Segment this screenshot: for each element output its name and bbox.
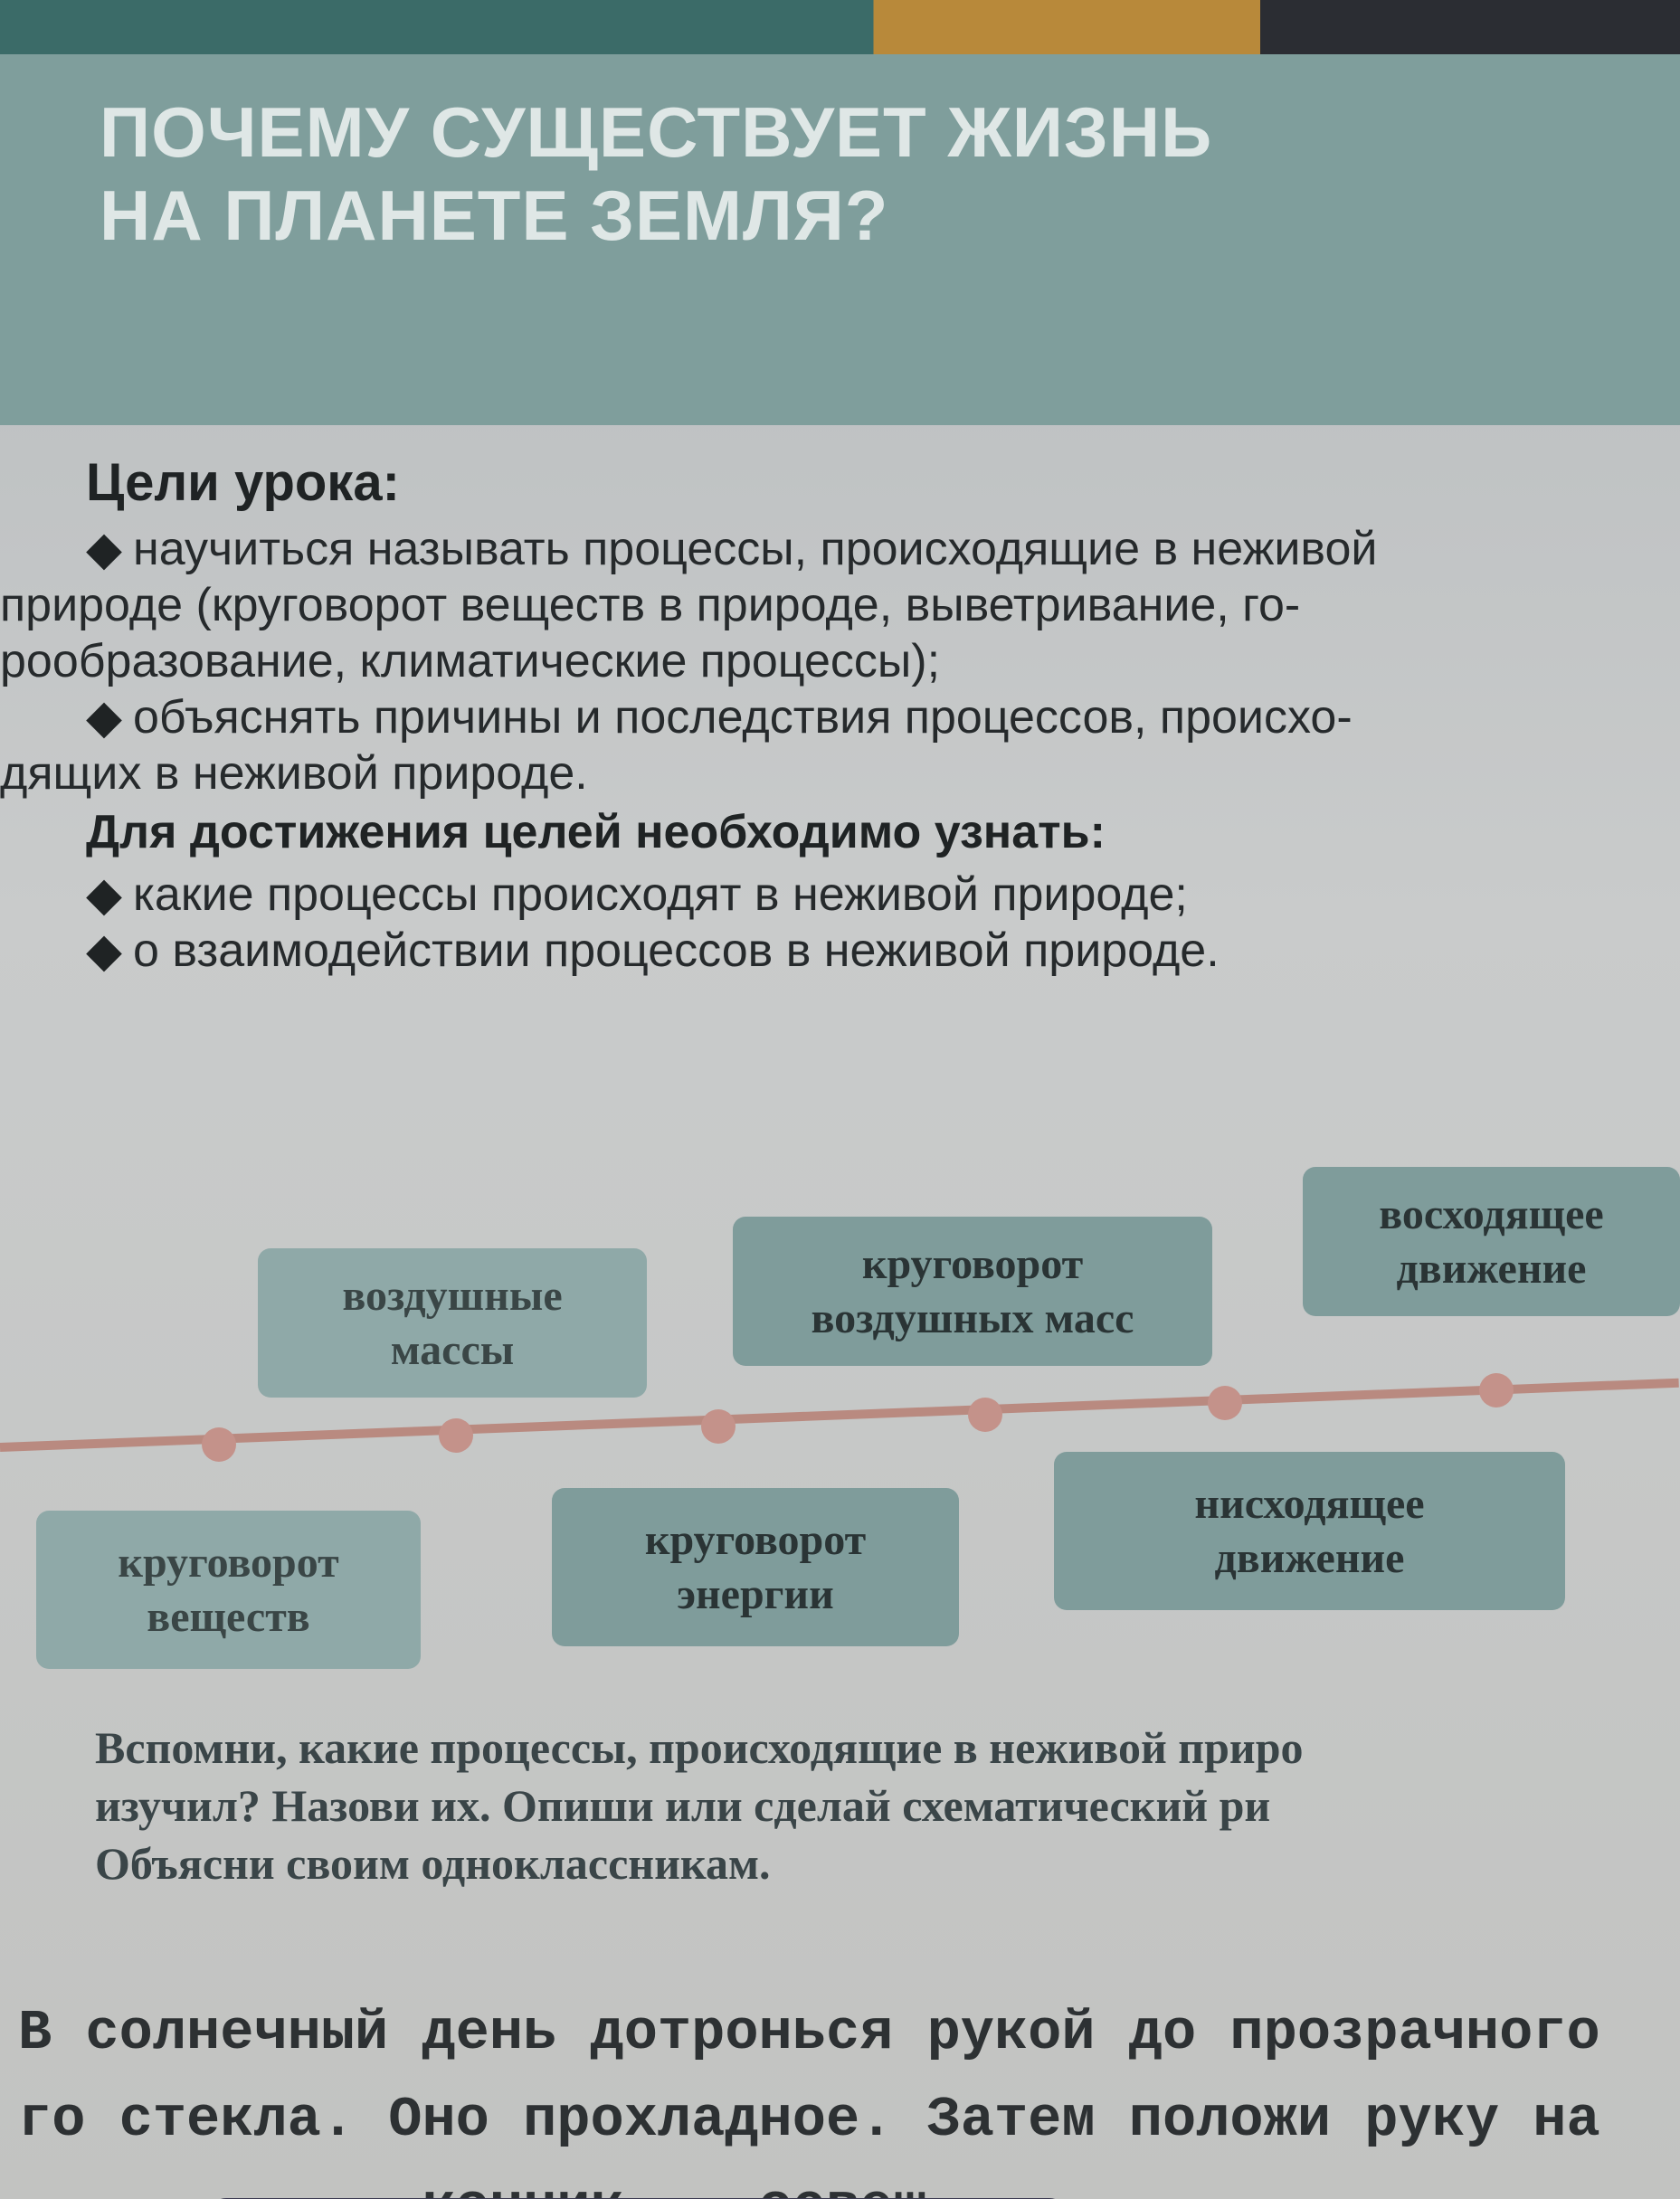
box-energy-cycle: круговорот энергии xyxy=(552,1488,959,1646)
box-matter-cycle: круговорот веществ xyxy=(36,1511,421,1669)
bullet-icon: ◆ xyxy=(86,523,122,575)
task-paragraph: Вспомни, какие процессы, происходящие в … xyxy=(95,1719,1304,1892)
box-ascending-motion: восходящее движение xyxy=(1303,1167,1680,1316)
goals-heading: Цели урока: xyxy=(86,453,400,512)
task-line-3: Объясни своим одноклассникам. xyxy=(95,1838,771,1889)
need-item-1: ◆какие процессы происходят в неживой при… xyxy=(86,868,1188,921)
title-line-1: ПОЧЕМУ СУЩЕСТВУЕТ ЖИЗНЬ xyxy=(100,92,1213,172)
box-air-mass-cycle: круговорот воздушных масс xyxy=(733,1217,1212,1366)
goal-line-2: природе (круговорот веществ в природе, в… xyxy=(0,579,1301,631)
timeline-dot xyxy=(701,1409,736,1444)
need-heading: Для достижения целей необходимо узнать: xyxy=(86,806,1106,858)
title-band: ПОЧЕМУ СУЩЕСТВУЕТ ЖИЗНЬ НА ПЛАНЕТЕ ЗЕМЛЯ… xyxy=(0,54,1680,425)
process-diagram: воздушные массы круговорот воздушных мас… xyxy=(0,1131,1680,1692)
bullet-icon: ◆ xyxy=(86,924,122,977)
box-air-masses: воздушные массы xyxy=(258,1248,647,1398)
box-descending-motion: нисходящее движение xyxy=(1054,1452,1565,1610)
bullet-icon: ◆ xyxy=(86,868,122,921)
task-line-2: изучил? Назови их. Опиши или сделай схем… xyxy=(95,1780,1271,1831)
goal-line-5: дящих в неживой природе. xyxy=(0,747,588,800)
need-item-2: ◆о взаимодействии процессов в неживой пр… xyxy=(86,924,1220,977)
timeline-dot xyxy=(439,1418,473,1453)
timeline-dot xyxy=(968,1398,1002,1432)
timeline-dot xyxy=(1208,1386,1242,1420)
body-line-3: конник, освещ xyxy=(18,2164,1600,2199)
timeline-dot xyxy=(1479,1373,1514,1408)
top-color-strip xyxy=(0,0,1680,54)
body-paragraph: В солнечный день дотронься рукой до проз… xyxy=(18,1990,1600,2199)
body-line-1: В солнечный день дотронься рукой до проз… xyxy=(18,2001,1600,2065)
textbook-page: ПОЧЕМУ СУЩЕСТВУЕТ ЖИЗНЬ НА ПЛАНЕТЕ ЗЕМЛЯ… xyxy=(0,54,1680,2199)
task-line-1: Вспомни, какие процессы, происходящие в … xyxy=(95,1722,1304,1773)
goal-line-3: рообразование, климатические процессы); xyxy=(0,635,941,687)
goal-line-4: ◆объяснять причины и последствия процесс… xyxy=(86,691,1353,744)
body-line-2: го стекла. Оно прохладное. Затем положи … xyxy=(18,2088,1600,2152)
timeline-line xyxy=(0,1378,1679,1452)
title-line-2: НА ПЛАНЕТЕ ЗЕМЛЯ? xyxy=(100,175,889,255)
timeline-dot xyxy=(202,1427,236,1462)
goal-line-1: ◆научиться называть процессы, происходящ… xyxy=(86,523,1378,575)
bullet-icon: ◆ xyxy=(86,691,122,744)
page-title: ПОЧЕМУ СУЩЕСТВУЕТ ЖИЗНЬ НА ПЛАНЕТЕ ЗЕМЛЯ… xyxy=(100,90,1212,257)
